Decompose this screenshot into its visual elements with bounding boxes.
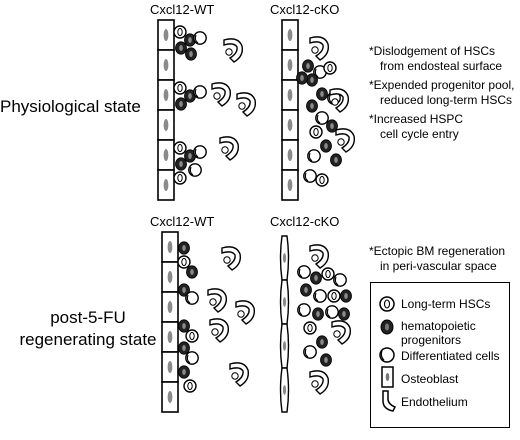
top-wt-osteoblast-column — [157, 19, 175, 201]
legend-label-endothelium: Endothelium — [401, 395, 468, 409]
note-line: *Expended progenitor pool, — [369, 78, 515, 92]
bottom-wt-vessels — [207, 246, 256, 387]
legend-label-progenitors-line1: hematopoietic — [401, 319, 476, 333]
top-cko-cell-cluster — [296, 36, 356, 187]
legend-box: Long-term HSCs hematopoietic progenitors… — [370, 282, 510, 428]
legend-label-osteoblast: Osteoblast — [401, 372, 459, 386]
long-term-hsc-icon — [379, 296, 395, 312]
legend-icons — [379, 296, 397, 412]
regenerating-state-line2: regenerating state — [19, 330, 157, 349]
note-line: *Ectopic BM regeneration — [369, 244, 506, 258]
note-line: *Dislodgement of HSCs — [369, 44, 496, 58]
note-dislodgement: *Dislodgement of HSCs from endosteal sur… — [369, 44, 502, 74]
bottom-wt-endothelium-column — [161, 231, 179, 413]
bottom-cko-endothelium-column — [279, 235, 290, 413]
bottom-wt-cell-cluster — [177, 241, 199, 393]
note-line: in peri-vascular space — [380, 259, 497, 273]
top-wt-cell-cluster — [173, 25, 207, 185]
top-wt-column-label: Cxcl12-WT — [150, 2, 215, 17]
note-line: cell cycle entry — [380, 127, 459, 141]
progenitor-icon — [380, 319, 394, 335]
note-line: reduced long-term HSCs — [380, 93, 513, 107]
note-ectopic-regeneration: *Ectopic BM regeneration in peri-vascula… — [369, 244, 505, 274]
legend-label-differentiated: Differentiated cells — [401, 349, 500, 363]
top-cko-column-label: Cxcl12-cKO — [270, 2, 340, 17]
physiological-state-label: Physiological state — [0, 97, 141, 116]
regenerating-state-label: post-5-FU regenerating state — [18, 307, 158, 351]
bottom-cko-column-label: Cxcl12-cKO — [270, 214, 340, 229]
niche-diagram — [157, 19, 356, 413]
legend-label-progenitors: hematopoietic progenitors — [401, 319, 476, 347]
top-wt-vessels — [211, 38, 257, 161]
note-cell-cycle: *Increased HSPC cell cycle entry — [369, 112, 463, 142]
top-cko-osteoblast-column — [281, 19, 299, 201]
differentiated-cell-icon — [379, 347, 395, 363]
osteoblast-icon — [381, 366, 394, 388]
note-line: *Increased HSPC — [369, 112, 464, 126]
regenerating-state-line1: post-5-FU — [50, 308, 126, 327]
bottom-cko-cell-cluster — [297, 244, 352, 395]
bottom-wt-column-label: Cxcl12-WT — [150, 214, 215, 229]
note-progenitor-pool: *Expended progenitor pool, reduced long-… — [369, 78, 514, 108]
note-line: from endosteal surface — [380, 59, 503, 73]
legend-label-progenitors-line2: progenitors — [401, 333, 462, 347]
endothelium-icon — [382, 390, 397, 412]
legend-label-long-term-hsc: Long-term HSCs — [401, 297, 491, 311]
